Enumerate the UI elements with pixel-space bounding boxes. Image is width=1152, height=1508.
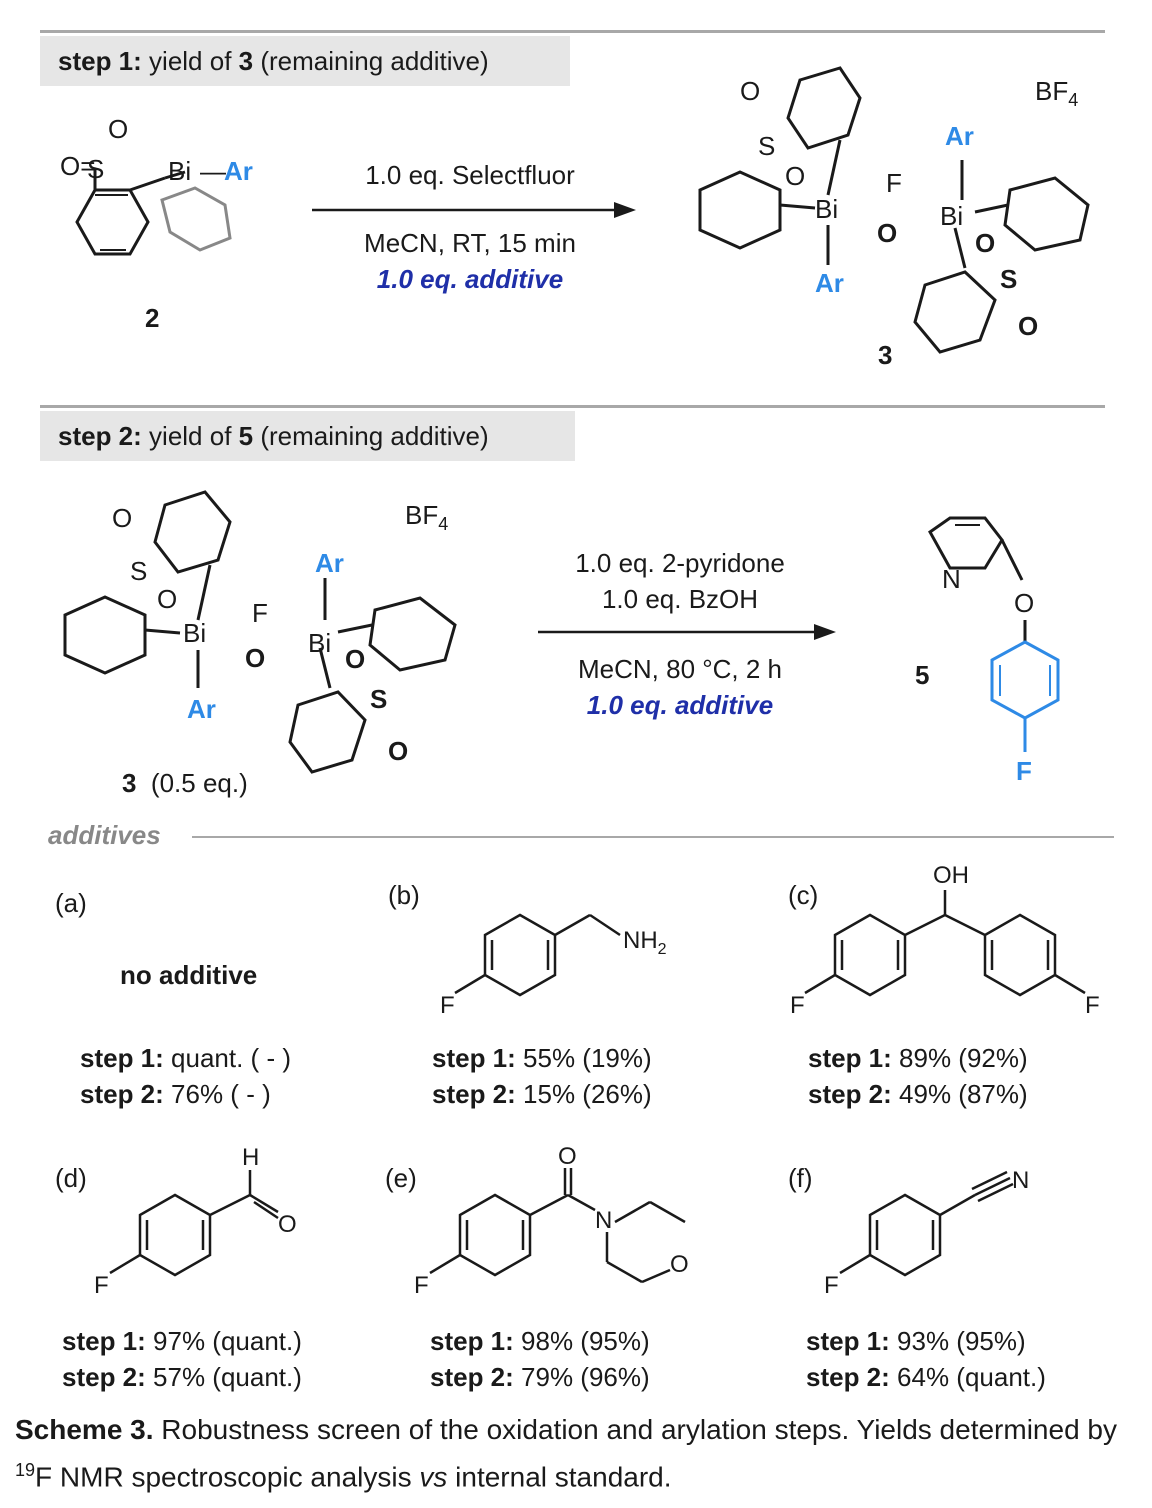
panel-d-letter: (d) [55,1163,87,1193]
panel-e-fluorine: F [414,1272,429,1299]
compound3-label: 3 [878,340,893,370]
compound3-ring3 [1003,176,1090,252]
compound5-fluorine: F [1016,756,1032,786]
panel-b-amine: NH2 [623,927,667,958]
step2-header: step 2: yield of 5 (remaining additive) [40,411,575,461]
compound2-aryl: Ar [224,156,253,186]
compound2-sulfur: S [87,154,104,184]
panel-c-yields: step 1: 89% (92%) step 2: 49% (87%) [808,1043,1028,1109]
panel-d-fluorine: F [94,1272,109,1299]
panel-c-fluorine-right: F [1085,992,1100,1019]
panel-b-fluorine: F [440,992,455,1019]
compound3b-fluorine: F [252,598,268,628]
panel-d-oxygen: O [278,1211,297,1238]
scheme-caption: Scheme 3. Robustness screen of the oxida… [15,1414,1117,1493]
compound3-oxo-c: O [975,228,995,258]
step1-header: step 1: yield of 3 (remaining additive) [40,36,570,86]
reaction1-reagent: 1.0 eq. Selectfluor [365,160,575,190]
compound3-sulfur-b: S [1000,264,1017,294]
panel-f-yields: step 1: 93% (95%) step 2: 64% (quant.) [806,1326,1046,1392]
panel-d-hydrogen: H [242,1144,259,1171]
compound3-ring2 [698,170,782,250]
compound2-benzene-right [160,186,232,252]
compound3-ring1 [786,66,862,150]
compound3-fluorine: F [886,168,902,198]
compound3b-caption: 3 (0.5 eq.) [122,768,248,798]
compound5-nitrogen: N [942,564,961,594]
compound3-oxo-d: O [1018,311,1038,341]
panel-e-letter: (e) [385,1163,417,1193]
panel-e-yields: step 1: 98% (95%) step 2: 79% (96%) [430,1326,650,1392]
compound3b-ring1 [153,490,232,574]
panel-c-hydroxyl: OH [933,862,969,889]
panel-c-fluorine-left: F [790,992,805,1019]
compound2-benzene-left [75,188,150,256]
panel-f-letter: (f) [788,1163,813,1193]
reaction1-structures: O= S O Bi — Ar O S O Bi F O Bi Ar Ar O S… [60,66,1090,354]
panel-d-yields: step 1: 97% (quant.) step 2: 57% (quant.… [62,1326,302,1392]
top-rule [40,30,1105,33]
compound3-aryl-a: Ar [815,268,844,298]
middle-rule [40,405,1105,408]
compound3-oxo-b: O [785,161,805,191]
compound3b-oxo-a: O [112,503,132,533]
compound2-oxo-top: O [108,114,128,144]
compound2-bond: — [200,156,226,186]
panel-e-nitrogen: N [595,1207,612,1234]
compound3-sulfur-a: S [758,131,775,161]
compound3-bismuth-a: Bi [815,194,838,224]
compound5-fluorophenyl [990,640,1060,720]
reaction1-additive: 1.0 eq. additive [376,264,564,294]
compound3-ring4 [913,270,997,354]
compound3b-bismuth-a: Bi [183,618,206,648]
reaction2-conditions: MeCN, 80 °C, 2 h [577,654,783,684]
reaction2-additive: 1.0 eq. additive [586,690,774,720]
compound2-bismuth: Bi [168,156,191,186]
reaction2-reagent1: 1.0 eq. 2-pyridone [575,548,785,578]
compound3b-ring2 [63,595,147,675]
panel-a-yields: step 1: quant. ( - ) step 2: 76% ( - ) [80,1043,291,1109]
compound3b-aryl-a: Ar [187,694,216,724]
compound2-oxo-left: O= [60,151,95,181]
compound3b-oxo-c: O [345,644,365,674]
panel-a-letter: (a) [55,888,87,918]
compound3b-oxo-bridge: O [245,643,265,673]
compound3-bismuth-b: Bi [940,201,963,231]
compound2-label: 2 [145,303,160,333]
compound3b-oxo-b: O [157,584,177,614]
panel-f-nitrogen: N [1012,1167,1029,1194]
panel-d-structure: H O F [94,1144,297,1299]
panel-c-structure: OH F F [790,862,1100,1019]
reaction1-conditions: MeCN, RT, 15 min [364,228,576,258]
panel-e-structure: O N O F [414,1143,689,1299]
panel-e-ether-oxygen: O [670,1251,689,1278]
reaction2-reagent2: 1.0 eq. BzOH [601,584,759,614]
panel-c-letter: (c) [788,880,819,910]
additives-rule [192,836,1114,838]
compound3b-sulfur-a: S [130,556,147,586]
panel-f-structure: N F [824,1167,1029,1299]
panel-b-letter: (b) [388,880,420,910]
additives-title: additives [48,820,161,850]
panel-b-structure: F NH2 [440,913,667,1019]
compound3b-sulfur-b: S [370,684,387,714]
compound3-counterion: BF4 [1035,76,1078,110]
compound3-aryl-b: Ar [945,121,974,151]
compound3b-bismuth-b: Bi [308,628,331,658]
compound3b-ring4 [288,690,367,774]
compound3-oxo-a: O [740,76,760,106]
panel-e-carbonyl-oxygen: O [558,1143,577,1170]
compound3b-ring3 [368,596,457,672]
panel-f-fluorine: F [824,1272,839,1299]
panel-b-yields: step 1: 55% (19%) step 2: 15% (26%) [432,1043,652,1109]
compound3-oxo-bridge: O [877,218,897,248]
compound5-label: 5 [915,660,930,690]
compound5-oxygen: O [1014,588,1034,618]
panel-a-name: no additive [120,960,258,990]
compound3b-oxo-d: O [388,736,408,766]
compound3b-aryl-b: Ar [315,548,344,578]
compound3b-counterion: BF4 [405,500,448,534]
reaction2-structures: O S O Bi F O Bi Ar Ar O S O BF4 N O F [63,490,1060,786]
